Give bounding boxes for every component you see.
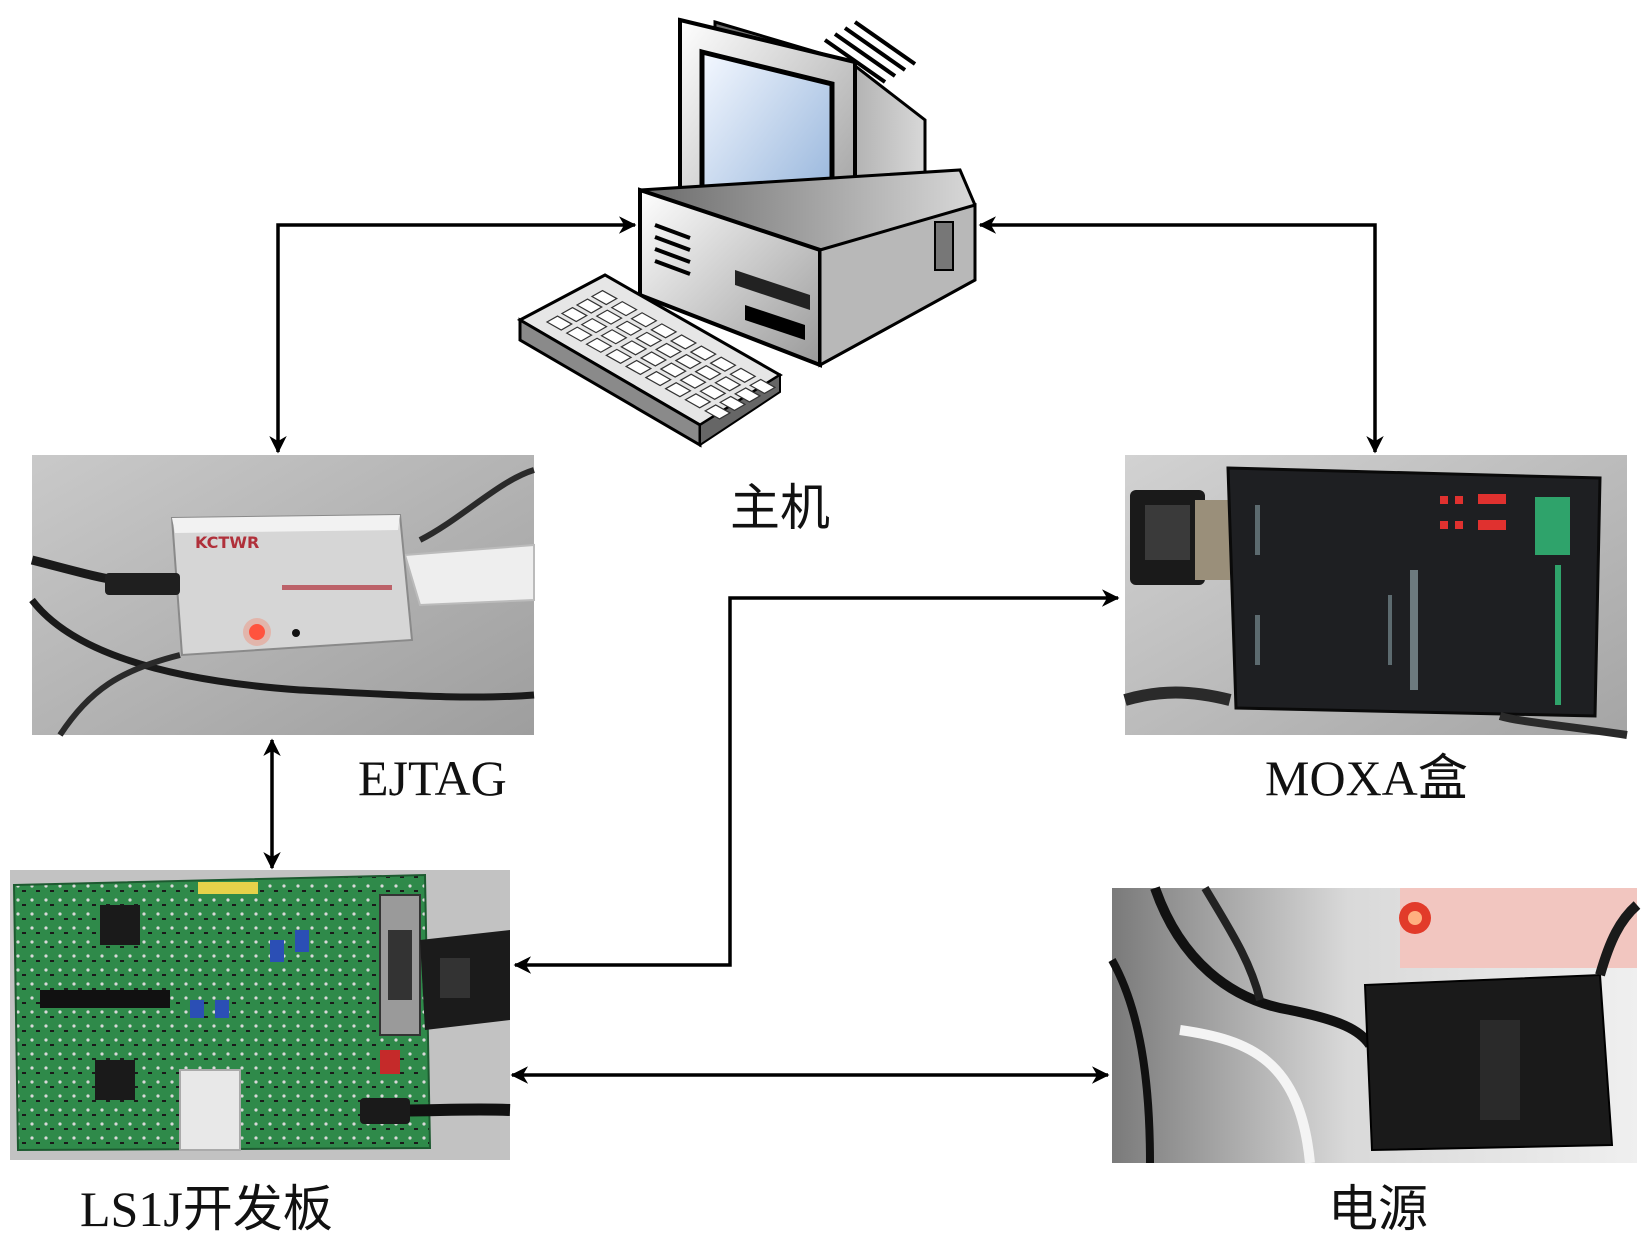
host-computer-icon bbox=[516, 17, 977, 448]
ejtag-led-icon bbox=[249, 624, 265, 640]
keyboard-key bbox=[689, 345, 717, 361]
keyboard-key bbox=[719, 395, 747, 412]
keyboard-key bbox=[704, 404, 732, 420]
keyboard-key bbox=[684, 393, 712, 409]
keyboard-key bbox=[650, 323, 678, 339]
keyboard-key bbox=[749, 378, 777, 395]
keyboard-key bbox=[664, 382, 692, 398]
power-photo bbox=[1108, 885, 1641, 1164]
moxa-photo bbox=[1123, 455, 1628, 739]
board-label: LS1J开发板 bbox=[80, 1181, 333, 1237]
keyboard-key bbox=[639, 351, 668, 367]
keyboard-key bbox=[659, 362, 687, 378]
ejtag-brand-text: KCTWR bbox=[195, 533, 259, 552]
keyboard-key bbox=[674, 353, 702, 370]
keyboard-key bbox=[694, 365, 722, 381]
moxa-label: MOXA盒 bbox=[1265, 750, 1468, 806]
power-label: 电源 bbox=[1328, 1180, 1428, 1238]
keyboard-key bbox=[635, 331, 663, 348]
keyboard-key bbox=[729, 367, 757, 383]
arrow-host-ejtag bbox=[269, 216, 637, 454]
keyboard-key bbox=[630, 312, 658, 328]
ejtag-label: EJTAG bbox=[358, 750, 507, 806]
keyboard-key bbox=[654, 342, 683, 359]
keyboard-key bbox=[734, 387, 762, 403]
keyboard-key bbox=[644, 370, 672, 387]
arrow-board-moxa bbox=[513, 589, 1120, 974]
keyboard-key bbox=[679, 373, 707, 389]
arrow-host-moxa bbox=[978, 216, 1384, 454]
keyboard-key bbox=[714, 376, 742, 392]
host-label: 主机 bbox=[730, 479, 830, 537]
keyboard-key bbox=[669, 334, 698, 350]
keyboard-key bbox=[699, 384, 727, 400]
ls1j-board-photo bbox=[10, 870, 511, 1160]
ejtag-photo: KCTWR bbox=[29, 455, 535, 737]
keyboard-key bbox=[709, 356, 737, 372]
